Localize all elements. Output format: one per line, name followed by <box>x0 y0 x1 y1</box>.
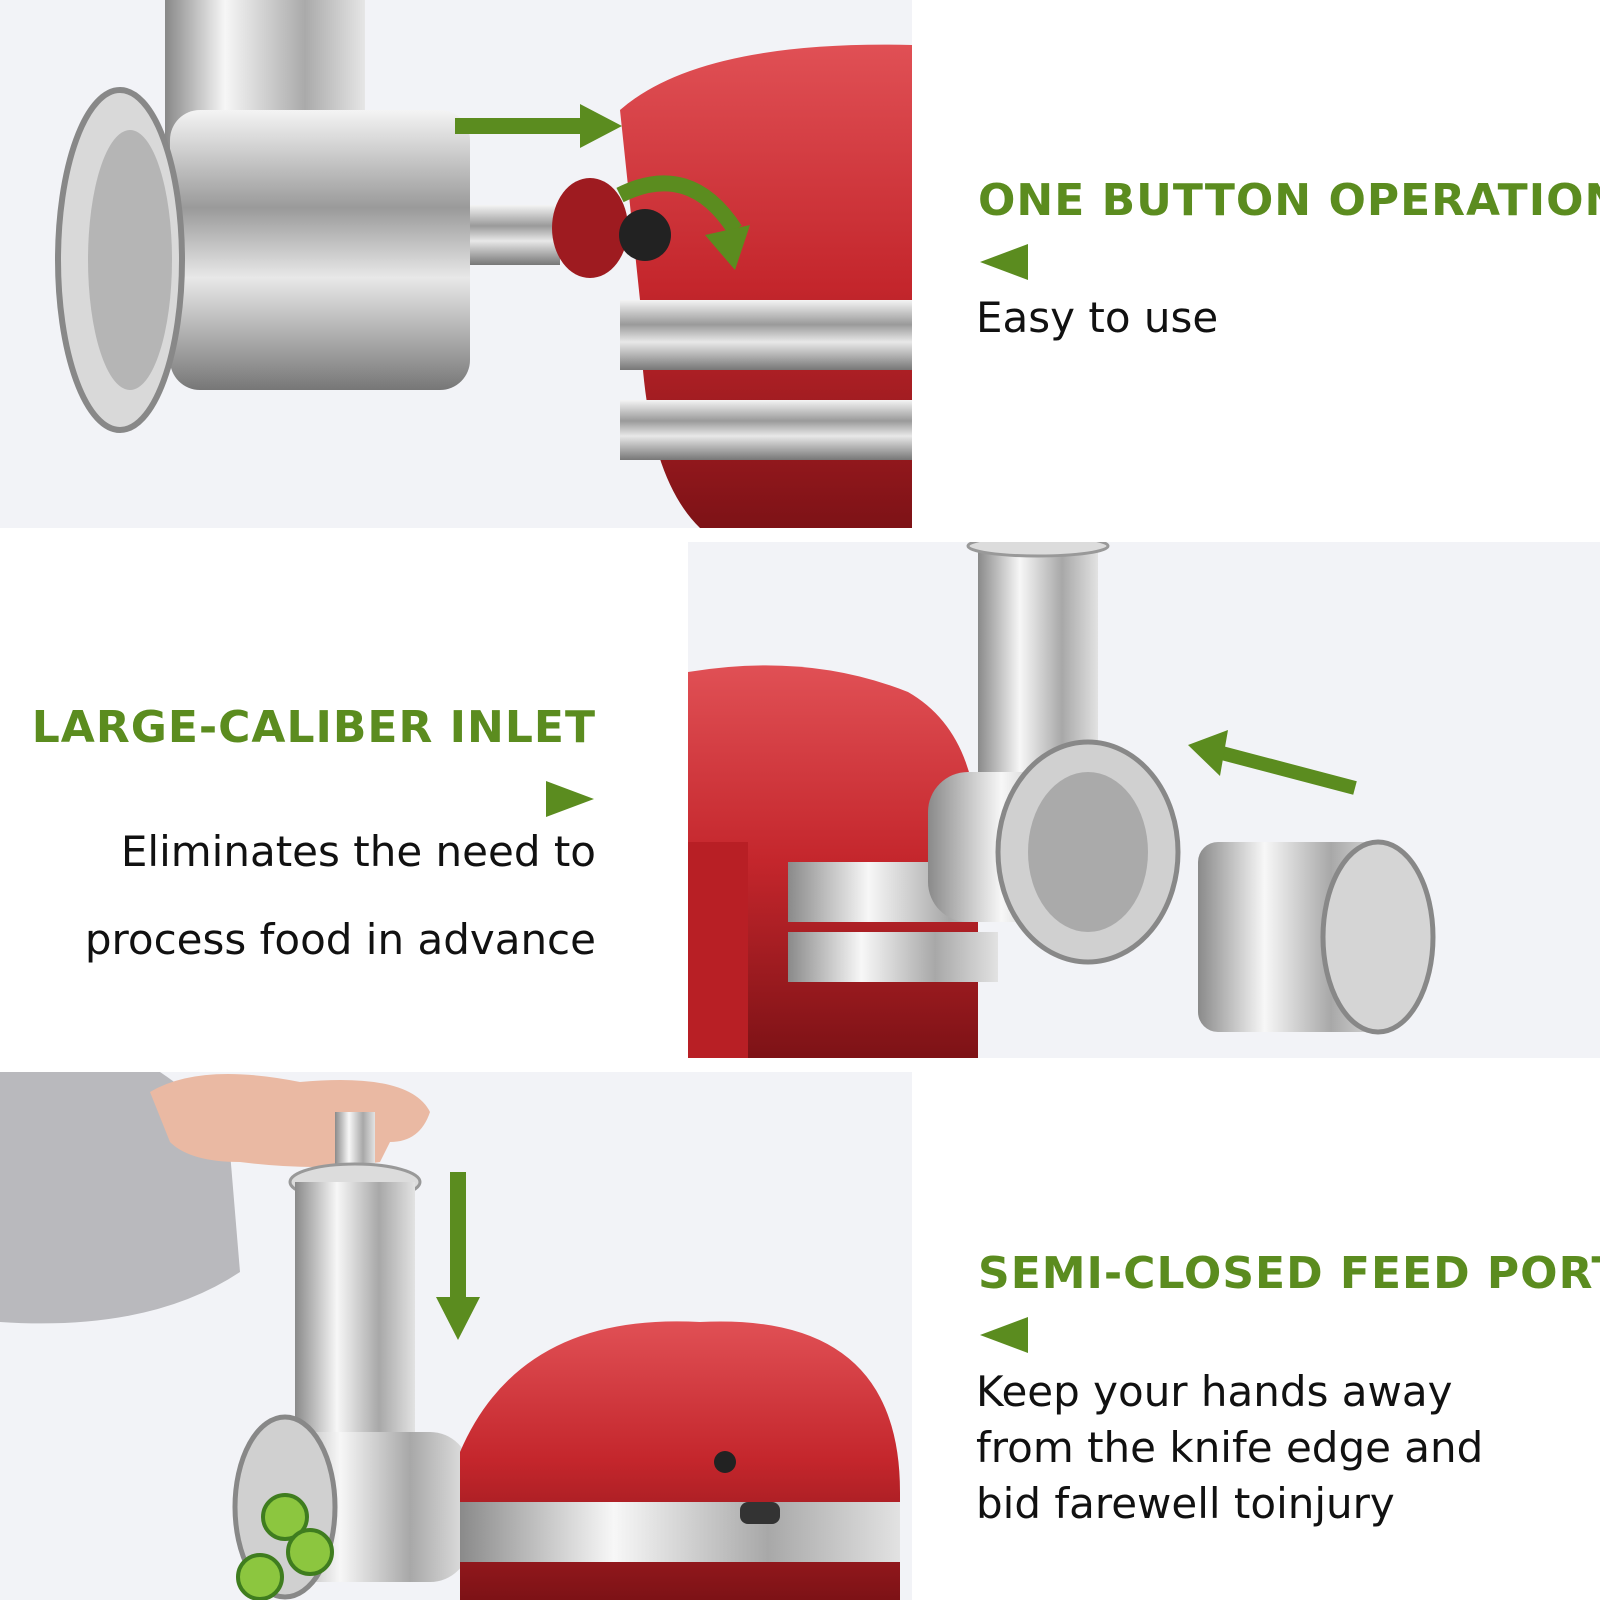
inlet-line-1: Eliminates the need to <box>120 827 596 876</box>
large-inlet-photo <box>688 542 1600 1058</box>
attach-to-mixer-photo <box>0 0 912 528</box>
triangle-right-icon <box>546 781 594 817</box>
triangle-left-icon <box>980 1317 1028 1353</box>
semi-closed-feed-port-heading: SEMI-CLOSED FEED PORT <box>978 1248 1600 1299</box>
feed-port-line-3: bid farewell toinjury <box>976 1479 1395 1528</box>
triangle-left-icon <box>980 244 1028 280</box>
feed-port-line-1: Keep your hands away <box>976 1367 1453 1416</box>
feed-port-line-2: from the knife edge and <box>976 1423 1484 1472</box>
feed-port-photo <box>0 1072 912 1600</box>
one-button-operation-heading: ONE BUTTON OPERATION <box>978 175 1600 226</box>
large-caliber-inlet-heading: LARGE-CALIBER INLET <box>31 702 596 753</box>
inlet-line-2: process food in advance <box>84 915 596 964</box>
easy-to-use-text: Easy to use <box>976 293 1219 342</box>
